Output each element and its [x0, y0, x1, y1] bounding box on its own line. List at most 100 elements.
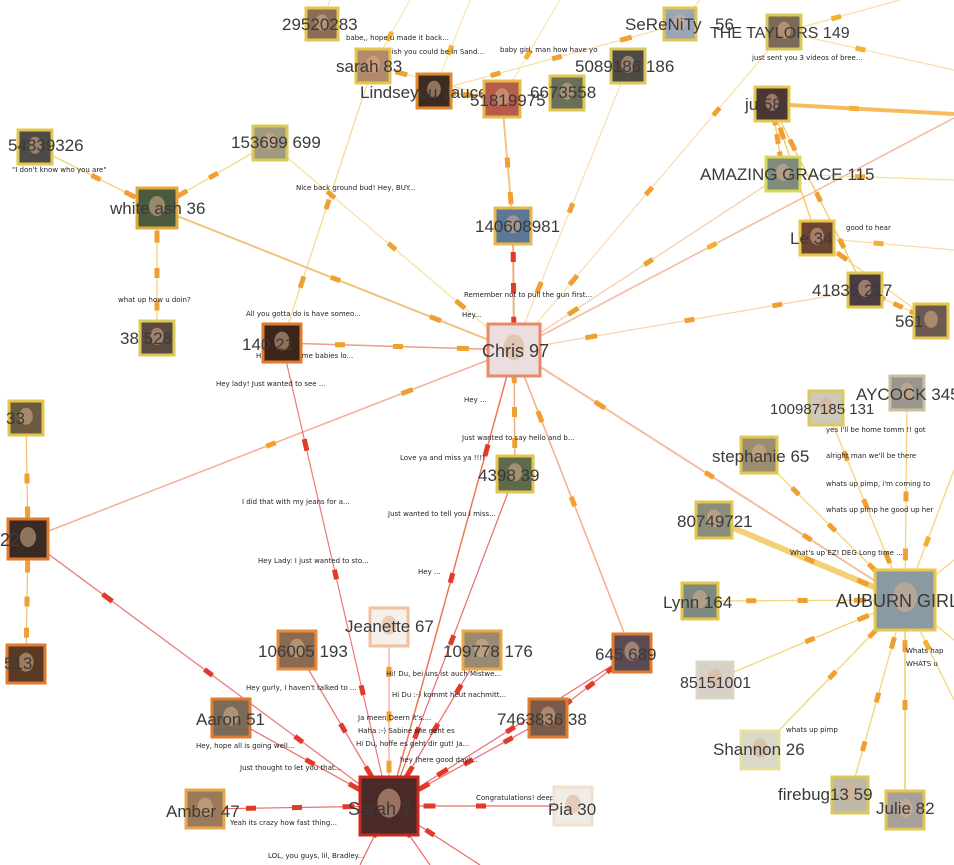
edge-message-marker	[424, 827, 436, 838]
node-label: Amber 47	[166, 802, 240, 821]
node-lynn[interactable]: Lynn 164	[663, 581, 732, 621]
node-le34[interactable]: Le 34	[790, 219, 836, 257]
node-n5089[interactable]: 5089186 186	[575, 47, 674, 85]
node-firebug[interactable]: firebug13 59	[778, 775, 873, 815]
node-n851[interactable]: 85151001	[680, 660, 751, 700]
node-sarah[interactable]: sarah 83	[336, 47, 402, 85]
node-n667[interactable]: 6673558	[530, 74, 596, 112]
node-taylors[interactable]: THE TAYLORS 149	[710, 13, 850, 51]
node-sarah2[interactable]: Sarah 2	[348, 775, 420, 837]
node-aycock[interactable]: AYCOCK 345	[856, 374, 954, 412]
avatar[interactable]	[694, 500, 734, 540]
node-lindsey[interactable]: Lindseyou Jauce	[360, 72, 488, 110]
edge-message-marker	[830, 13, 842, 22]
node-n100987[interactable]: 100987185 131	[770, 389, 874, 427]
node-n14021[interactable]: 140 21	[242, 322, 303, 364]
edge-message-marker	[404, 765, 415, 779]
node-n513[interactable]: 513	[4, 643, 47, 685]
edge-message-marker	[584, 333, 598, 341]
avatar[interactable]	[261, 322, 303, 364]
avatar[interactable]	[753, 85, 791, 123]
node-n418[interactable]: 41835 217	[812, 271, 892, 309]
message-snippet: Nice back ground bud! Hey, BUY...	[296, 184, 415, 192]
node-label: AUBURN GIRL	[836, 591, 954, 611]
node-n140[interactable]: 140608981	[475, 206, 560, 246]
node-jul[interactable]: ju 58	[744, 85, 791, 123]
message-snippet: Hey lady! Just wanted to see ...	[216, 380, 326, 388]
node-label: 22	[0, 530, 20, 550]
message-snippet: WHATS u	[906, 660, 938, 668]
edge-message-marker	[502, 735, 514, 745]
node-white[interactable]: white ash 36	[109, 186, 205, 230]
node-label: Lynn 164	[663, 593, 732, 612]
avatar[interactable]	[609, 47, 647, 85]
node-amazing[interactable]: AMAZING GRACE 115	[700, 155, 874, 193]
edge-message-marker	[922, 535, 932, 548]
edge-amazing-offscreen	[782, 173, 954, 181]
node-n33[interactable]: 33	[6, 399, 45, 437]
node-aaron[interactable]: Aaron 51	[196, 697, 265, 739]
node-n561[interactable]: 561	[895, 302, 950, 340]
message-snippet: Just wanted to say hello and b...	[461, 434, 575, 442]
avatar[interactable]	[5, 643, 47, 685]
edge-message-marker	[358, 684, 366, 696]
node-shannon[interactable]: Shannon 26	[713, 729, 805, 771]
node-label: 645 689	[595, 645, 656, 664]
edge-message-marker	[804, 635, 816, 645]
node-amber[interactable]: Amber 47	[166, 788, 240, 830]
node-n22[interactable]: 22	[0, 517, 50, 561]
avatar[interactable]	[611, 632, 653, 674]
node-n548[interactable]: 54839326	[8, 128, 84, 166]
node-chris[interactable]: Chris 97	[482, 322, 549, 378]
avatar-face	[28, 136, 42, 154]
node-label: 7463836 38	[497, 710, 587, 729]
message-snippet: whats up pimp, i'm coming to	[826, 480, 930, 488]
avatar[interactable]	[276, 629, 318, 671]
edge-message-marker	[841, 450, 850, 462]
node-label: 85151001	[680, 675, 751, 692]
node-n153[interactable]: 153699 699	[231, 124, 321, 162]
node-stephanie[interactable]: stephanie 65	[712, 435, 809, 475]
edge-message-marker	[803, 555, 816, 565]
node-n518[interactable]: 51819975	[470, 79, 546, 119]
node-pia[interactable]: Pia 30	[548, 785, 596, 827]
message-snippet: wish you could be in Sand...	[386, 48, 484, 56]
message-snippet: Hi Du, hoffe es geht dir gut! Ja...	[356, 740, 469, 748]
node-auburn[interactable]: AUBURN GIRL	[836, 568, 954, 632]
node-n38[interactable]: 38 528	[120, 319, 176, 357]
message-snippet: Hey babe, some babies lo...	[256, 352, 353, 360]
message-snippet: whats up pimp	[786, 726, 838, 734]
node-n109[interactable]: 109778 176	[443, 629, 533, 671]
node-label: Jeanette 67	[345, 617, 434, 636]
edge-message-marker	[566, 305, 580, 317]
edge-message-marker	[90, 173, 102, 182]
edge-message-marker	[856, 612, 870, 623]
message-snippet: baby girl, man how have yo	[500, 46, 597, 54]
edge-message-marker	[568, 495, 578, 508]
avatar[interactable]	[912, 302, 950, 340]
message-snippet: alright man we'll be there	[826, 452, 916, 460]
avatar[interactable]	[184, 788, 226, 830]
node-n2952[interactable]: 29520283	[282, 6, 358, 42]
node-jeanette[interactable]: Jeanette 67	[345, 606, 434, 648]
edge-message-marker	[883, 551, 893, 565]
message-snippet: Haha :-) Sabine wie geht es	[358, 727, 455, 735]
node-julie[interactable]: Julie 82	[876, 789, 935, 831]
node-n106[interactable]: 106005 193	[258, 629, 348, 671]
node-label: 41835 217	[812, 281, 892, 300]
node-n807[interactable]: 80749721	[677, 500, 753, 540]
avatar-face	[19, 407, 33, 425]
edge-message-marker	[643, 185, 655, 197]
node-n746[interactable]: 7463836 38	[497, 697, 587, 739]
node-label: 29520283	[282, 15, 358, 34]
node-n439[interactable]: 4398 39	[478, 454, 539, 494]
edge-message-marker	[774, 133, 781, 145]
node-label: Pia 30	[548, 800, 596, 819]
edge-message-marker	[462, 91, 474, 99]
avatar[interactable]	[135, 186, 179, 230]
message-snippet: Ja meen Deern it's....	[357, 714, 431, 722]
avatar-face	[18, 652, 34, 672]
edge-message-marker	[684, 316, 695, 324]
node-n645[interactable]: 645 689	[595, 632, 656, 674]
